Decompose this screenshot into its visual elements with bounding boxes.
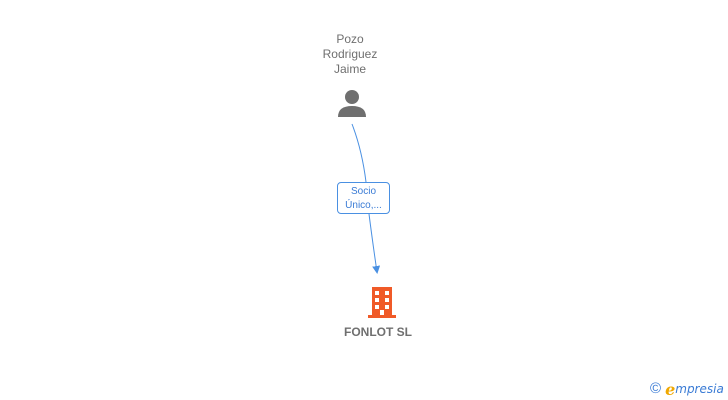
person-name-line-3: Jaime (333, 62, 366, 76)
brand-logo-mark: e (665, 379, 676, 399)
person-name[interactable]: Pozo Rodriguez Jaime (300, 32, 400, 77)
company-name[interactable]: FONLOT SL (344, 325, 412, 339)
person-name-line-1: Pozo (336, 32, 364, 46)
relation-label[interactable]: Socio Único,... (337, 182, 390, 214)
relation-label-line-2: Único,... (345, 200, 382, 211)
brand-logo-text: mpresia (675, 382, 724, 396)
edge-connector-lower (368, 213, 381, 274)
building-icon[interactable] (366, 285, 398, 319)
relation-label-line-1: Socio (350, 186, 376, 197)
brand-footer: © e mpresia (650, 379, 724, 399)
edge-connector-upper (351, 123, 367, 183)
person-icon[interactable] (337, 88, 367, 118)
copyright-icon: © (650, 380, 662, 397)
person-name-line-2: Rodriguez (322, 47, 378, 61)
